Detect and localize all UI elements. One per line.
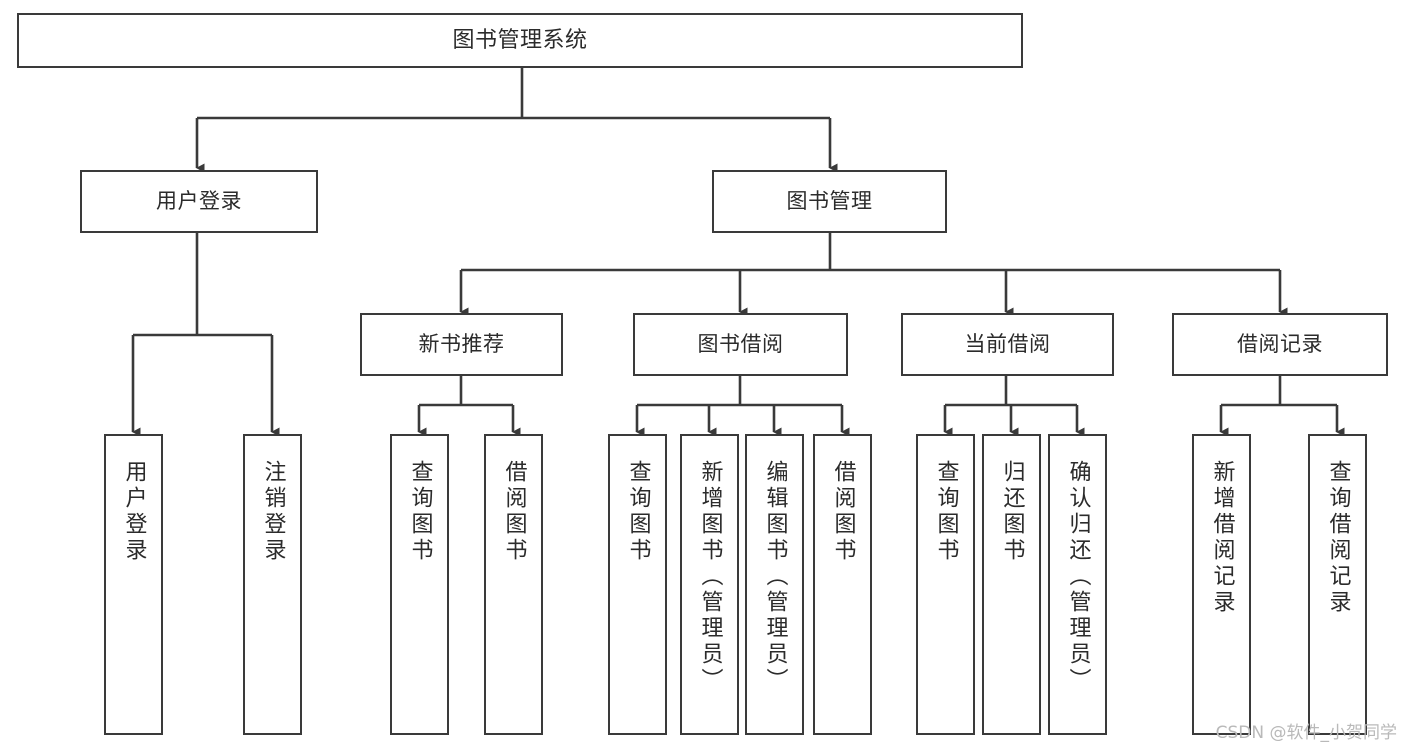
- leaf-borrow-book-recommend[interactable]: 借阅图书: [484, 434, 543, 735]
- node-label: 查询图书: [407, 460, 433, 564]
- node-label: 查询借阅记录: [1325, 460, 1351, 616]
- node-root-book-management-system[interactable]: 图书管理系统: [17, 13, 1023, 68]
- node-book-management[interactable]: 图书管理: [712, 170, 947, 233]
- node-label: 编辑图书（管理员）: [762, 460, 788, 694]
- node-book-borrow[interactable]: 图书借阅: [633, 313, 848, 376]
- leaf-query-borrow-record[interactable]: 查询借阅记录: [1308, 434, 1367, 735]
- leaf-query-book-borrow[interactable]: 查询图书: [608, 434, 667, 735]
- node-user-login[interactable]: 用户登录: [80, 170, 318, 233]
- node-label: 查询图书: [933, 460, 959, 564]
- leaf-edit-book-admin[interactable]: 编辑图书（管理员）: [745, 434, 804, 735]
- node-label: 确认归还（管理员）: [1065, 460, 1091, 694]
- node-label: 注销登录: [260, 460, 286, 564]
- node-label: 归还图书: [999, 460, 1025, 564]
- leaf-return-book[interactable]: 归还图书: [982, 434, 1041, 735]
- leaf-logout[interactable]: 注销登录: [243, 434, 302, 735]
- node-label: 借阅图书: [830, 460, 856, 564]
- leaf-add-borrow-record[interactable]: 新增借阅记录: [1192, 434, 1251, 735]
- leaf-user-login[interactable]: 用户登录: [104, 434, 163, 735]
- node-label: 图书管理系统: [452, 27, 588, 53]
- node-label: 当前借阅: [964, 332, 1051, 357]
- leaf-query-book-recommend[interactable]: 查询图书: [390, 434, 449, 735]
- node-new-book-recommend[interactable]: 新书推荐: [360, 313, 563, 376]
- node-label: 用户登录: [156, 189, 242, 214]
- node-current-borrow[interactable]: 当前借阅: [901, 313, 1114, 376]
- leaf-borrow-book[interactable]: 借阅图书: [813, 434, 872, 735]
- node-label: 新书推荐: [418, 332, 505, 357]
- node-label: 借阅记录: [1237, 332, 1323, 357]
- node-label: 查询图书: [625, 460, 651, 564]
- node-label: 新增图书（管理员）: [697, 460, 723, 694]
- node-label: 借阅图书: [501, 460, 527, 564]
- leaf-query-book-current[interactable]: 查询图书: [916, 434, 975, 735]
- node-label: 用户登录: [121, 460, 147, 564]
- leaf-add-book-admin[interactable]: 新增图书（管理员）: [680, 434, 739, 735]
- node-label: 图书管理: [786, 189, 873, 214]
- node-label: 新增借阅记录: [1209, 460, 1235, 616]
- node-borrow-record[interactable]: 借阅记录: [1172, 313, 1388, 376]
- leaf-confirm-return-admin[interactable]: 确认归还（管理员）: [1048, 434, 1107, 735]
- node-label: 图书借阅: [697, 332, 784, 357]
